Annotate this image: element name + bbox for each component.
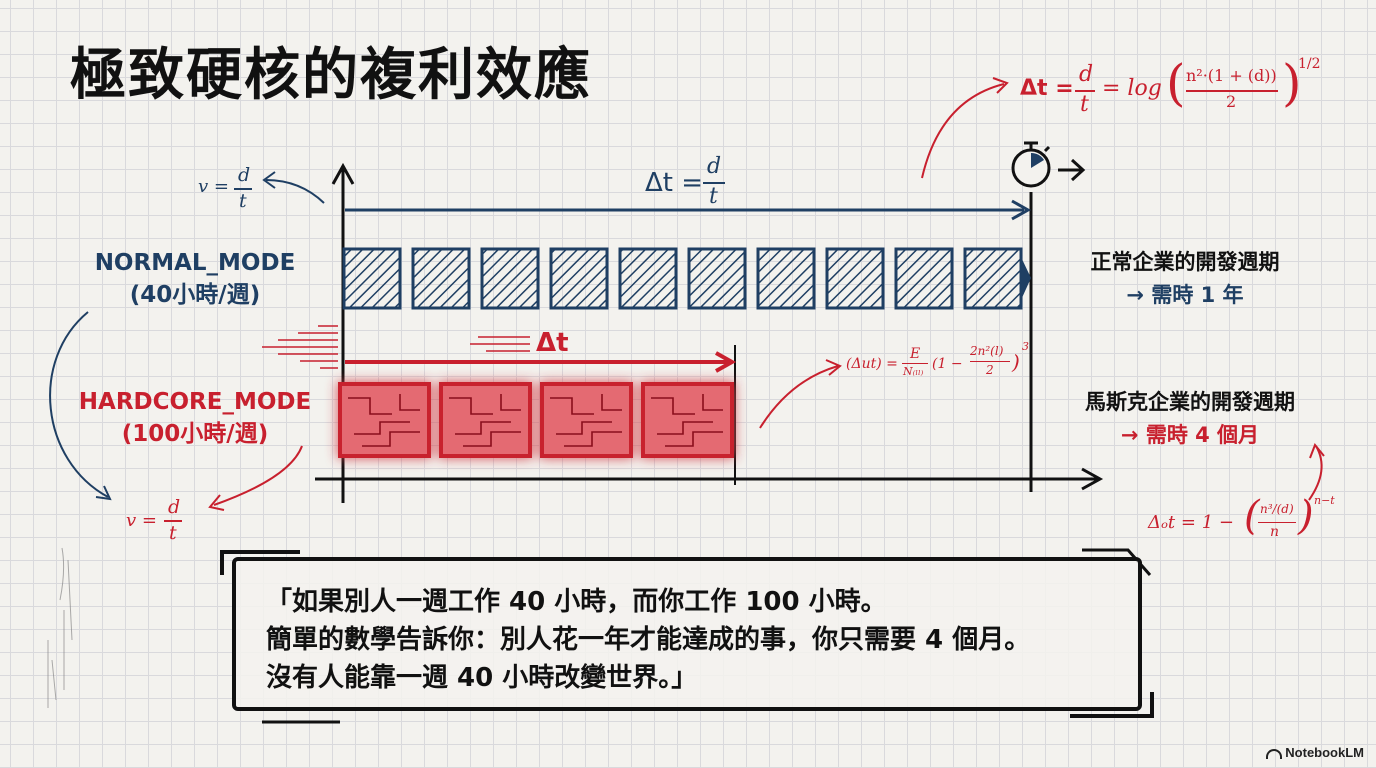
normal-block <box>687 247 747 310</box>
hardcore-mode-hours: (100小時/週) <box>121 421 269 448</box>
hardcore-mode-label: HARDCORE_MODE (100小時/週) <box>55 386 335 450</box>
curve-arrow-hard-formula <box>759 365 839 429</box>
normal-block <box>894 247 954 310</box>
normal-blocks-tip <box>1021 257 1031 300</box>
normal-mode-hours: (40小時/週) <box>129 282 261 309</box>
hard-block <box>641 382 734 458</box>
brand-logo-icon <box>1266 748 1283 759</box>
normal-mode-label: NORMAL_MODE (40小時/週) <box>60 247 330 311</box>
hardcore-mode-name: HARDCORE_MODE <box>78 389 312 415</box>
hardcore-cycle-text: 馬斯克企業的開發週期 <box>1085 390 1295 414</box>
hardcore-blocks <box>338 382 734 458</box>
curve-arrow-hard-down-head <box>208 494 225 511</box>
normal-cycle-description: 正常企業的開發週期 → 需時 1 年 <box>1060 246 1310 311</box>
curve-arrow-hard-formula-head <box>825 359 842 376</box>
curve-arrow-log-head <box>992 77 1009 94</box>
quote-line: 沒有人能靠一週 40 小時改變世界。」 <box>266 662 698 693</box>
normal-block <box>618 247 678 310</box>
normal-mode-name: NORMAL_MODE <box>94 250 296 276</box>
normal-block <box>411 247 471 310</box>
scribble-notes <box>47 547 73 708</box>
quote-line: 「如果別人一週工作 40 小時，而你工作 100 小時。 <box>266 587 887 617</box>
normal-block <box>480 247 540 310</box>
curve-arrow-v-top-head <box>262 171 276 189</box>
normal-cycle-text: 正常企業的開發週期 <box>1090 250 1280 274</box>
y-axis-arrowhead <box>331 162 355 185</box>
normal-blocks <box>342 247 1031 310</box>
hard-block <box>439 382 532 458</box>
formula-delta-t-hard: Δt <box>536 328 569 358</box>
curve-arrow-hard-down <box>213 445 303 506</box>
quote-box <box>232 557 1142 711</box>
quote-text: 「如果別人一週工作 40 小時，而你工作 100 小時。 簡單的數學告訴你：別人… <box>266 584 1136 698</box>
brand-watermark: NotebookLM <box>1266 745 1364 760</box>
quote-corner-br <box>1070 692 1154 718</box>
brand-name: NotebookLM <box>1285 745 1364 760</box>
hardcore-cycle-duration: → 需時 4 個月 <box>1120 422 1260 447</box>
quote-corner-tl <box>220 550 300 575</box>
stopwatch-icon <box>1011 141 1051 188</box>
normal-block <box>342 247 402 310</box>
normal-block <box>963 247 1023 310</box>
curve-arrow-delta-o-head <box>1309 443 1325 459</box>
quote-line: 簡單的數學告訴你：別人花一年才能達成的事，你只需要 4 個月。 <box>266 624 1031 655</box>
curve-arrow-log <box>921 83 1005 179</box>
curve-arrow-v-top <box>265 179 325 204</box>
hardcore-cycle-description: 馬斯克企業的開發週期 → 需時 4 個月 <box>1055 386 1325 451</box>
normal-block <box>825 247 885 310</box>
x-axis-arrowhead <box>1081 467 1104 491</box>
normal-block <box>756 247 816 310</box>
normal-cycle-duration: → 需時 1 年 <box>1126 282 1244 307</box>
hard-delta-t-arrowhead <box>715 351 737 373</box>
hard-block <box>540 382 633 458</box>
hard-block <box>338 382 431 458</box>
normal-block <box>549 247 609 310</box>
speed-lines <box>262 325 530 369</box>
page-title: 極致硬核的複利效應 <box>70 43 592 108</box>
curve-arrow-normal-down <box>49 311 109 498</box>
quote-corner-tr <box>1082 548 1152 576</box>
delta-t-arrowhead <box>1011 199 1032 221</box>
curve-arrow-normal-down-head <box>95 485 112 501</box>
stopwatch-arrow-icon <box>1058 158 1086 182</box>
